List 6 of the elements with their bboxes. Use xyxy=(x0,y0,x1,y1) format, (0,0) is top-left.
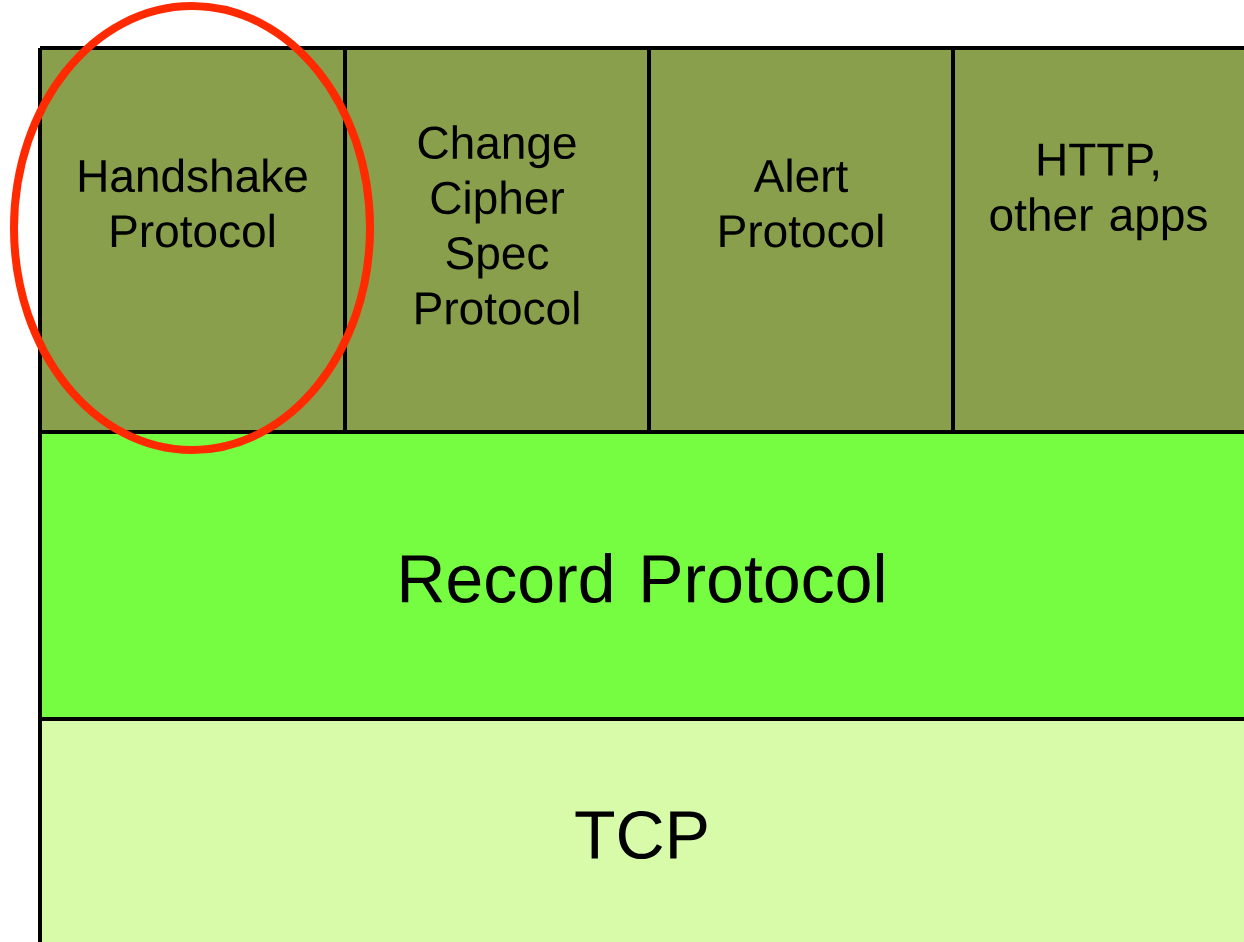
layer-box: Record Protocol xyxy=(40,432,1244,719)
layer-box: Alert Protocol xyxy=(649,48,953,432)
layer-box: Change Cipher Spec Protocol xyxy=(345,48,649,432)
layer-box: Handshake Protocol xyxy=(40,48,345,432)
layer-box: TCP xyxy=(40,719,1244,942)
layer-box: HTTP, other apps xyxy=(953,48,1244,432)
